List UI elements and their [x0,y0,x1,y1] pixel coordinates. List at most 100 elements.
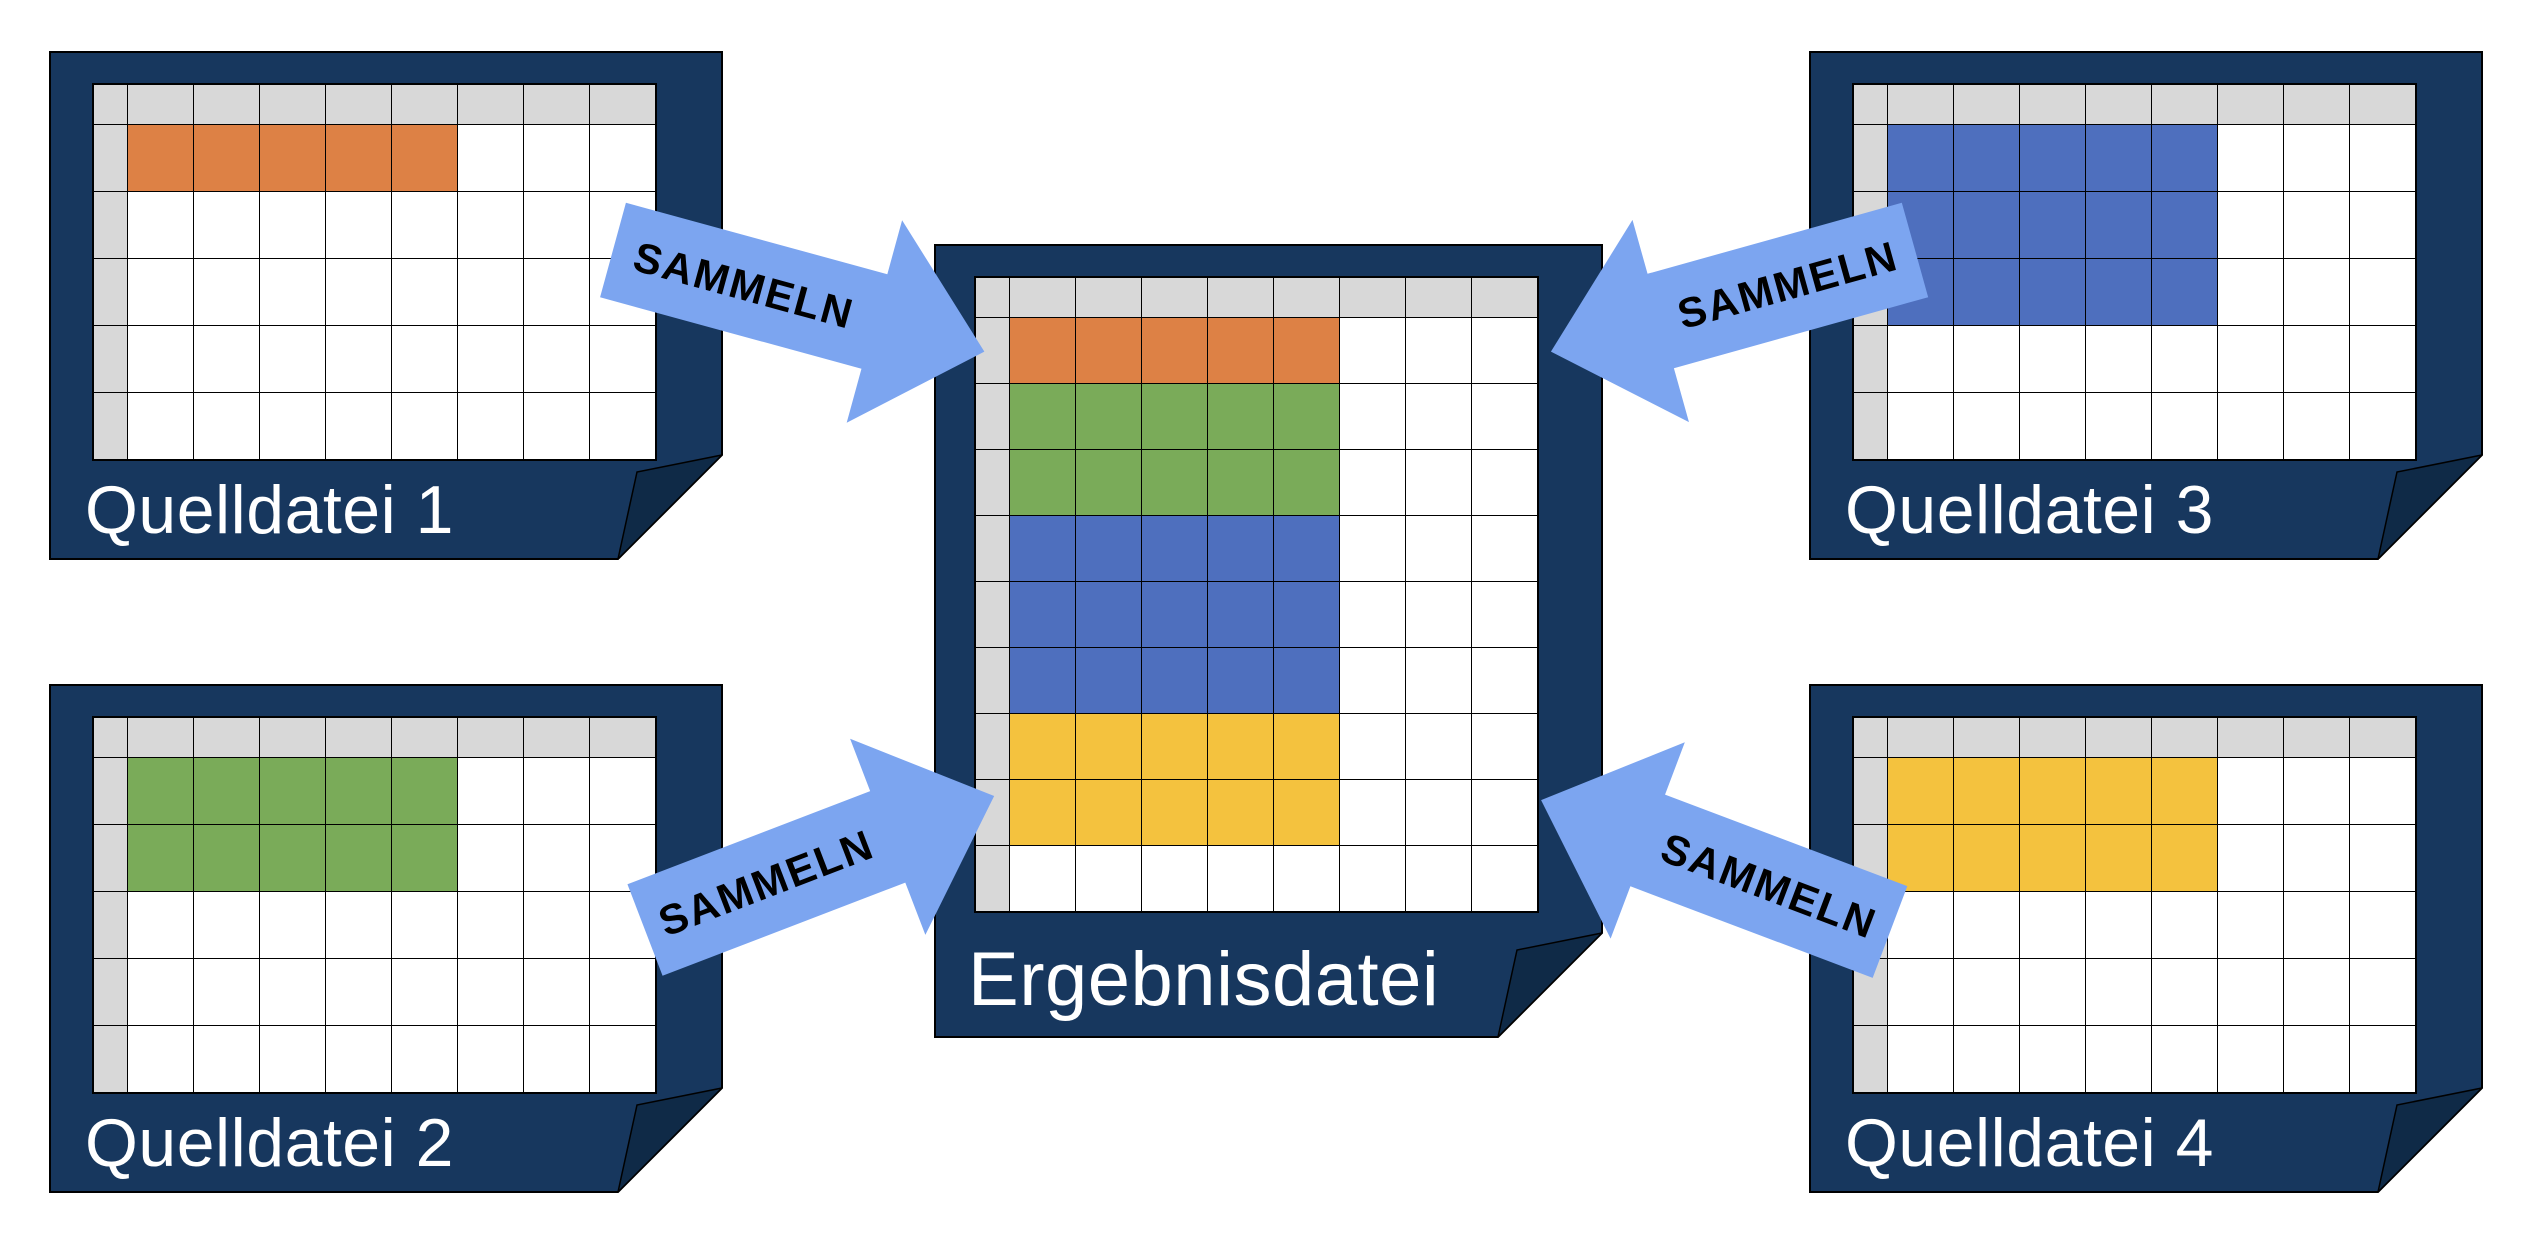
data-cell [1888,959,1953,1025]
data-cell [1208,516,1273,581]
data-cell [260,125,325,191]
data-cell [1340,846,1405,911]
data-cell [2218,1026,2283,1092]
data-cell [1340,516,1405,581]
data-cell [1208,714,1273,779]
data-cell [1954,758,2019,824]
header-cell [128,85,193,124]
data-cell [128,192,193,258]
data-cell [1472,318,1537,383]
data-cell [1406,648,1471,713]
file-title-ergebnisdatei: Ergebnisdatei [968,937,1440,1023]
data-cell [326,1026,391,1092]
data-cell [524,825,589,891]
data-cell [2086,326,2151,392]
header-cell [2284,718,2349,757]
header-cell [1142,278,1207,317]
data-cell [194,125,259,191]
header-cell [2086,718,2151,757]
data-cell [458,758,523,824]
data-cell [2218,326,2283,392]
spreadsheet-grid-ergebnisdatei [974,276,1539,913]
data-cell [1954,892,2019,958]
data-cell [1274,318,1339,383]
header-cell [94,259,127,325]
file-title-quelldatei-4: Quelldatei 4 [1845,1104,2214,1181]
header-cell [260,718,325,757]
data-cell [2020,825,2085,891]
data-cell [194,892,259,958]
data-cell [2152,393,2217,459]
data-cell [2152,125,2217,191]
header-cell [1854,125,1887,191]
data-cell [1406,780,1471,845]
data-cell [2218,758,2283,824]
data-cell [458,892,523,958]
header-cell [260,85,325,124]
data-cell [1274,846,1339,911]
header-cell [524,718,589,757]
data-cell [2350,825,2415,891]
data-cell [2020,892,2085,958]
header-cell [2020,85,2085,124]
file-card-ergebnisdatei: Ergebnisdatei [934,244,1605,1040]
data-cell [1406,516,1471,581]
file-card-quelldatei-3: Quelldatei 3 [1809,51,2485,562]
header-cell [392,85,457,124]
data-cell [1954,125,2019,191]
data-cell [1888,825,1953,891]
data-cell [1010,384,1075,449]
header-cell [392,718,457,757]
data-cell [590,959,655,1025]
header-cell [590,85,655,124]
sammeln-arrow-from-quelldatei-1: SAMMELN [585,148,1013,454]
data-cell [260,259,325,325]
header-cell [94,1026,127,1092]
data-cell [1340,714,1405,779]
data-cell [524,125,589,191]
data-cell [1954,959,2019,1025]
data-cell [2086,1026,2151,1092]
data-cell [1472,582,1537,647]
data-cell [392,326,457,392]
data-cell [1274,384,1339,449]
data-cell [2350,259,2415,325]
data-cell [194,758,259,824]
data-cell [260,326,325,392]
data-cell [1274,516,1339,581]
header-cell [976,846,1009,911]
data-cell [260,1026,325,1092]
data-cell [1142,846,1207,911]
data-cell [128,758,193,824]
data-cell [1406,450,1471,515]
data-cell [590,326,655,392]
data-cell [1076,648,1141,713]
data-cell [2284,125,2349,191]
data-cell [2086,758,2151,824]
header-cell [976,384,1009,449]
data-cell [392,259,457,325]
data-cell [2020,326,2085,392]
data-cell [1406,714,1471,779]
header-cell [2020,718,2085,757]
data-cell [128,1026,193,1092]
data-cell [524,892,589,958]
data-cell [1954,259,2019,325]
data-cell [326,393,391,459]
data-cell [524,393,589,459]
data-cell [326,758,391,824]
data-cell [2152,825,2217,891]
data-cell [1888,125,1953,191]
data-cell [1076,582,1141,647]
data-cell [1274,450,1339,515]
data-cell [2086,825,2151,891]
data-cell [326,825,391,891]
data-cell [326,959,391,1025]
data-cell [2152,892,2217,958]
data-cell [590,393,655,459]
data-cell [2284,758,2349,824]
data-cell [1208,780,1273,845]
header-cell [1340,278,1405,317]
data-cell [1406,384,1471,449]
data-cell [194,393,259,459]
